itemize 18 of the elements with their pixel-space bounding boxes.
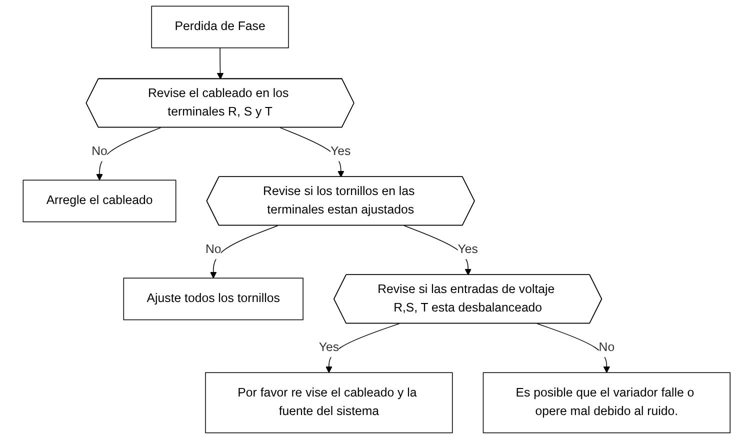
arrow xyxy=(537,323,610,373)
edge-label: No xyxy=(206,243,222,256)
node-box: Perdida de Fase xyxy=(152,6,290,48)
arrow xyxy=(96,127,162,180)
edge-label: Yes xyxy=(330,145,351,158)
arrow xyxy=(210,225,279,278)
edge-label: No xyxy=(599,341,615,354)
node-box: Es posible que el variador falle o opere mal debido al ruido. xyxy=(483,372,731,434)
edge-label: No xyxy=(92,145,108,158)
arrow xyxy=(280,127,345,178)
node-box: Arregle el cableado xyxy=(23,180,177,222)
arrow xyxy=(404,225,472,276)
arrow xyxy=(217,47,224,80)
edge-label: Yes xyxy=(319,341,340,354)
node-box: Por favor re vise el cableado y la fuente del sistema xyxy=(205,372,454,434)
edge-label: Yes xyxy=(458,243,478,256)
node-box: Ajuste todos los tornillos xyxy=(124,278,304,320)
arrow xyxy=(326,323,400,373)
